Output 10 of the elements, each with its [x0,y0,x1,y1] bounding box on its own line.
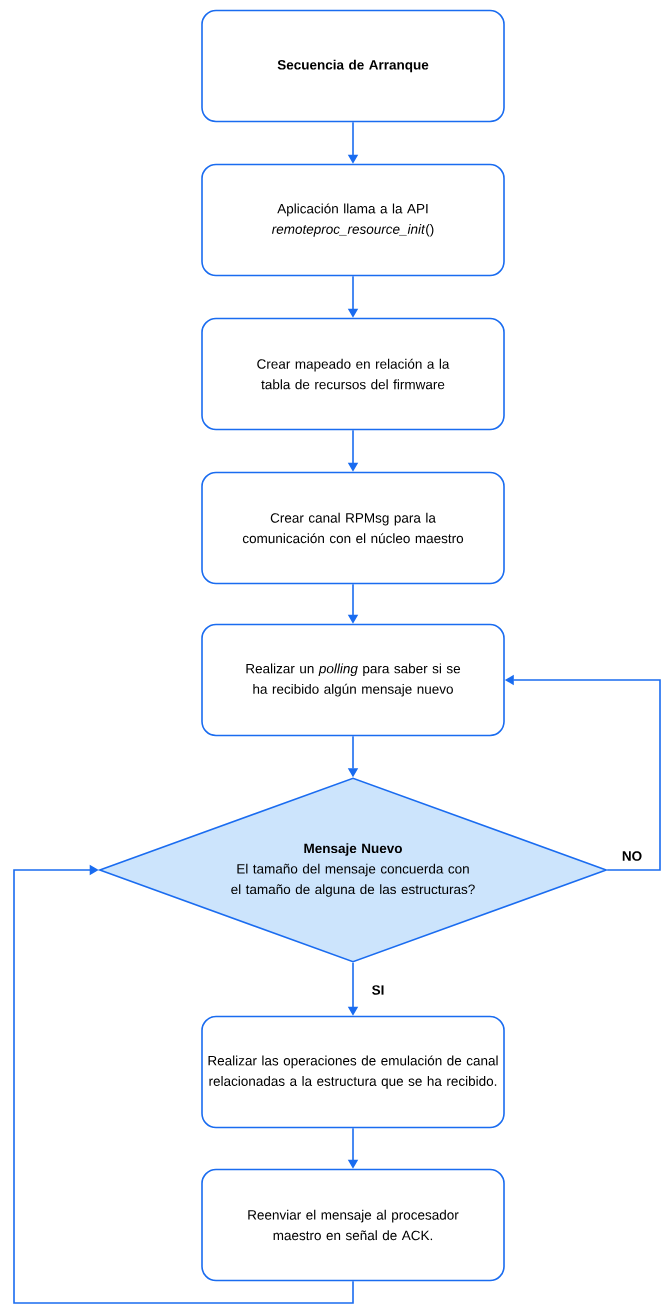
process-box: Crear canal RPMsg para la comunicación con el núcleo maestro [201,471,505,585]
edge-label: NO [620,850,644,862]
process-box: Secuencia de Arranque [201,9,505,123]
process-box: Aplicación llama a la API remoteproc_resource_init() [201,163,505,277]
edge-label: SI [370,984,386,996]
process-box: Crear mapeado en relación a la tabla de recursos del firmware [201,317,505,431]
process-box: Reenviar el mensaje al procesador maestro en señal de ACK. [201,1168,505,1282]
process-box: Realizar las operaciones de emulación de canal relacionadas a la estructura que se ha recibido. [201,1015,505,1129]
process-box: Realizar un polling para saber si se ha recibido algún mensaje nuevo [201,623,505,737]
arrow [13,864,354,1304]
